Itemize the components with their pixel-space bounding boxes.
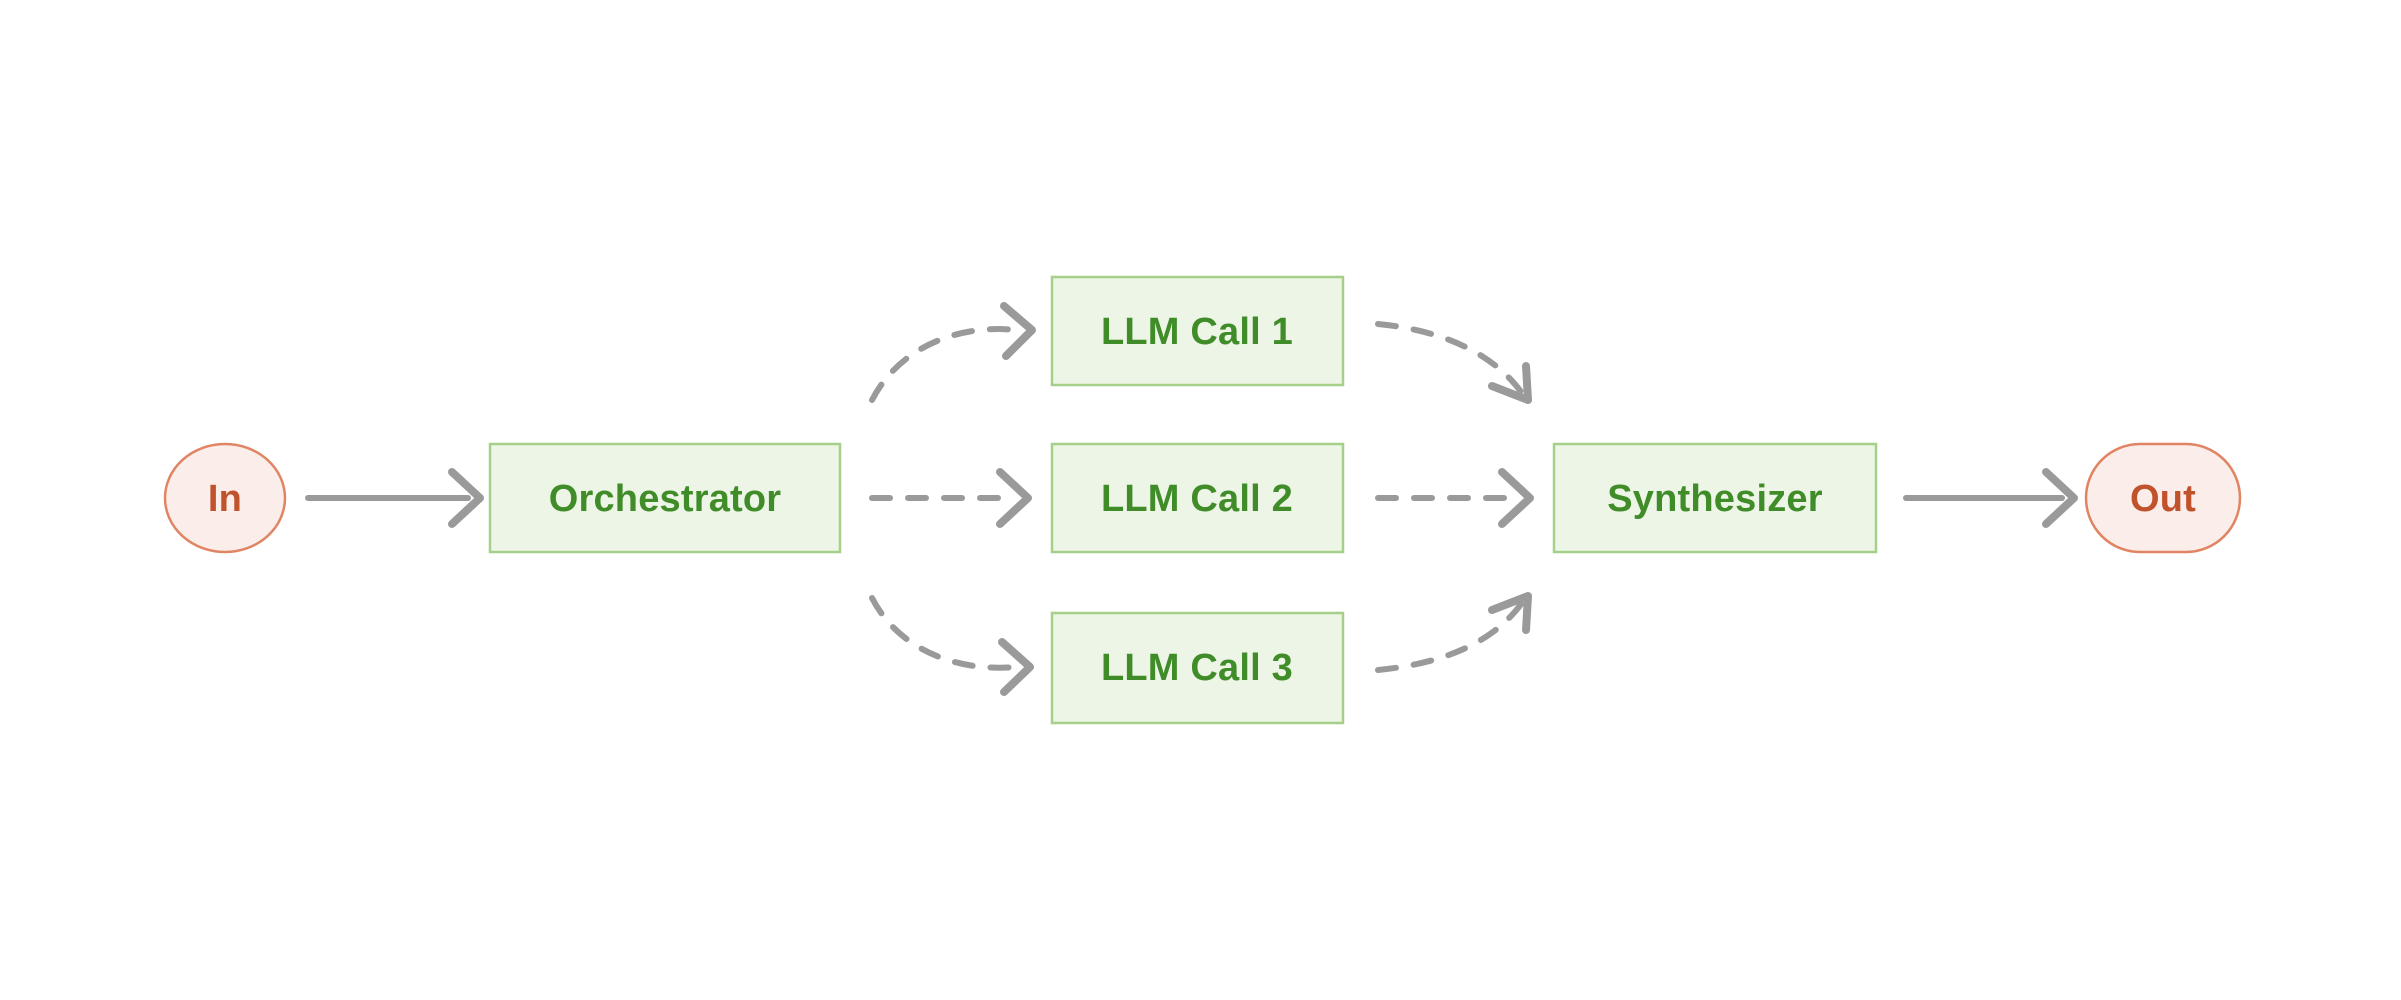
node-in-label: In: [208, 478, 242, 520]
edge-orchestrator-to-llm-call-2: [869, 468, 1032, 528]
node-llm-call-1-label: LLM Call 1: [1101, 311, 1293, 353]
node-llm-call-1[interactable]: LLM Call 1: [1050, 275, 1345, 387]
node-llm-call-3-shape: [1050, 611, 1345, 725]
edge-llm-call-2-to-synthesizer: [1375, 468, 1534, 528]
edge-synthesizer-to-out: [1903, 468, 2078, 528]
edge-orchestrator-to-llm-call-3: [869, 595, 1034, 696]
edge-llm-call-3-to-synthesizer: [1375, 592, 1532, 673]
edge-llm-call-1-to-synthesizer: [1375, 321, 1532, 404]
node-llm-call-2[interactable]: LLM Call 2: [1050, 442, 1345, 554]
node-orchestrator[interactable]: Orchestrator: [488, 442, 842, 554]
node-orchestrator-label: Orchestrator: [549, 478, 782, 520]
node-synthesizer-label: Synthesizer: [1607, 478, 1823, 520]
node-synthesizer[interactable]: Synthesizer: [1552, 442, 1878, 554]
node-llm-call-1-shape: [1050, 275, 1345, 387]
node-orchestrator-shape: [488, 442, 842, 554]
node-llm-call-2-label: LLM Call 2: [1101, 478, 1293, 520]
node-in[interactable]: In: [163, 442, 287, 554]
node-llm-call-3-label: LLM Call 3: [1101, 647, 1293, 689]
node-llm-call-2-shape: [1050, 442, 1345, 554]
node-llm-call-3[interactable]: LLM Call 3: [1050, 611, 1345, 725]
edge-in-to-orchestrator: [305, 468, 484, 528]
node-out-shape: [2084, 442, 2242, 554]
node-synthesizer-shape: [1552, 442, 1878, 554]
node-out-label: Out: [2130, 478, 2196, 520]
node-out[interactable]: Out: [2084, 442, 2242, 554]
node-in-shape: [163, 442, 287, 554]
edge-orchestrator-to-llm-call-1: [869, 302, 1036, 403]
